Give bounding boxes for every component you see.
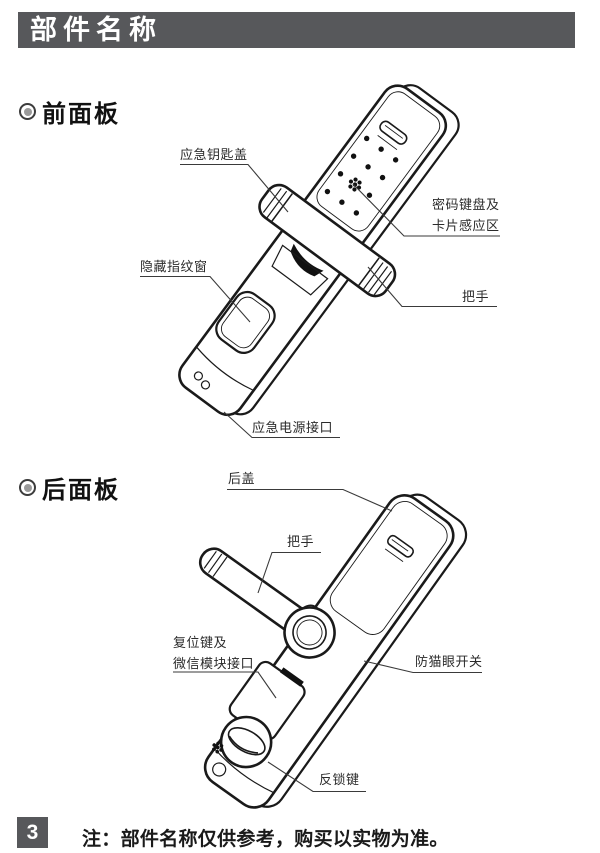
section-bullet-icon: [19, 479, 36, 496]
label-reset-wechat-module: 复位键及 微信模块接口: [173, 632, 254, 674]
label-reset-line2: 微信模块接口: [173, 656, 255, 671]
label-back-cover: 后盖: [228, 471, 256, 486]
back-panel-heading-text: 后面板: [42, 477, 120, 504]
label-keypad-line2: 卡片感应区: [432, 218, 500, 233]
page-title-bar: 部件名称: [18, 12, 575, 48]
footer-note: 注：部件名称仅供参考，购买以实物为准。: [82, 829, 449, 850]
front-panel-diagram: [178, 84, 460, 417]
label-hidden-fingerprint-window: 隐藏指纹窗: [140, 259, 208, 274]
label-keypad-line1: 密码键盘及: [432, 197, 500, 212]
front-panel-heading-text: 前面板: [42, 101, 120, 128]
page-number-box: 3: [17, 817, 48, 848]
label-emergency-power-port: 应急电源接口: [252, 420, 334, 435]
label-front-handle: 把手: [462, 289, 490, 304]
label-anti-lock-button: 反锁键: [319, 772, 360, 787]
label-anti-peephole-switch: 防猫眼开关: [415, 654, 483, 669]
label-emergency-key-cover: 应急钥匙盖: [180, 147, 248, 162]
label-keypad-card-area: 密码键盘及 卡片感应区: [432, 194, 500, 236]
keypad-dots: [324, 135, 399, 216]
front-panel-heading: 前面板: [19, 94, 120, 129]
page-title: 部件名称: [30, 15, 162, 45]
flower-key-icon: [348, 177, 362, 192]
page-number: 3: [26, 820, 39, 844]
section-bullet-icon: [19, 103, 36, 120]
back-panel-heading: 后面板: [19, 470, 120, 505]
label-reset-line1: 复位键及: [173, 635, 228, 650]
callout-lines: [140, 163, 500, 793]
back-panel-diagram: [198, 493, 468, 809]
label-back-handle: 把手: [287, 534, 315, 549]
